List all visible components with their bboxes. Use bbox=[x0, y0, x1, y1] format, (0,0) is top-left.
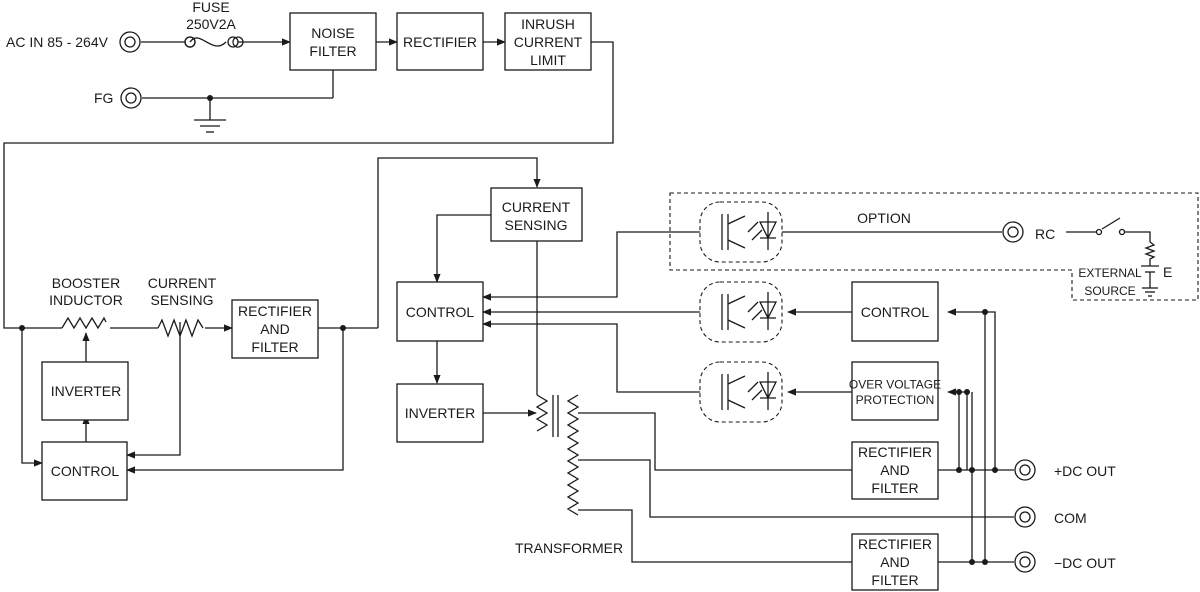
rectifier-and-filter-out1-block: RECTIFIER AND FILTER bbox=[851, 441, 939, 500]
inverter-mid-label-1: INVERTER bbox=[405, 405, 476, 421]
fg-label: FG bbox=[94, 90, 113, 106]
inrush-current-limit-block: INRUSH CURRENT LIMIT bbox=[504, 12, 592, 71]
minus-dc-out-terminal bbox=[1014, 551, 1036, 573]
rect-filter-left-label-1: RECTIFIER bbox=[238, 303, 312, 319]
inrush-label-2: CURRENT bbox=[514, 34, 583, 50]
control-left-block: CONTROL bbox=[41, 441, 128, 501]
current-sensing-label-2: SENSING bbox=[504, 217, 567, 233]
control-right-label-1: CONTROL bbox=[861, 304, 930, 320]
optocoupler-option bbox=[699, 201, 783, 263]
inverter-left-block: INVERTER bbox=[41, 361, 129, 421]
current-sensing-label-2: SENSING bbox=[150, 292, 213, 308]
rect-filter-left-label-2: AND bbox=[260, 321, 290, 337]
booster-inductor-label-2: INDUCTOR bbox=[49, 292, 123, 308]
rectifier-block: RECTIFIER bbox=[396, 12, 484, 71]
ac-in-terminal bbox=[119, 31, 141, 53]
booster-inductor-label-1: BOOSTER bbox=[52, 275, 120, 291]
labels: AC IN 85 - 264V FG FUSE 250V2A BOOSTER I… bbox=[6, 0, 1172, 571]
noise-filter-block: NOISE FILTER bbox=[289, 12, 377, 71]
optocoupler-control bbox=[699, 281, 783, 343]
optocoupler-ovp bbox=[699, 361, 783, 423]
junction-dots bbox=[19, 95, 998, 565]
inrush-label-1: INRUSH bbox=[521, 16, 575, 32]
e-label: E bbox=[1163, 264, 1172, 280]
terminals bbox=[119, 31, 1126, 573]
rect-filter-out1-label-1: RECTIFIER bbox=[858, 444, 932, 460]
noise-filter-label-2: FILTER bbox=[309, 43, 356, 59]
minus-dc-out-label: −DC OUT bbox=[1054, 555, 1116, 571]
current-sensing-resistor-symbol bbox=[157, 318, 204, 338]
plus-dc-out-label: +DC OUT bbox=[1054, 463, 1116, 479]
external-source-label-2: SOURCE bbox=[1084, 284, 1135, 298]
inverter-mid-block: INVERTER bbox=[396, 383, 484, 443]
transformer-symbol bbox=[535, 394, 580, 516]
fuse-label: FUSE bbox=[192, 0, 229, 15]
rect-filter-left-label-3: FILTER bbox=[251, 339, 298, 355]
rect-filter-out2-label-2: AND bbox=[880, 554, 910, 570]
fuse-rating-label: 250V2A bbox=[186, 16, 236, 32]
ovp-label-1: OVER VOLTAGE bbox=[849, 378, 941, 392]
rc-label: RC bbox=[1035, 226, 1055, 242]
rc-terminal bbox=[1002, 221, 1024, 243]
rect-filter-out2-label-3: FILTER bbox=[871, 572, 918, 588]
rect-filter-out1-label-2: AND bbox=[880, 462, 910, 478]
noise-filter-label-1: NOISE bbox=[311, 25, 355, 41]
plus-dc-out-terminal bbox=[1014, 459, 1036, 481]
inverter-left-label-1: INVERTER bbox=[51, 383, 122, 399]
control-left-label-1: CONTROL bbox=[51, 463, 120, 479]
option-label: OPTION bbox=[857, 210, 911, 226]
option-region bbox=[669, 192, 1199, 301]
booster-inductor-symbol bbox=[61, 316, 107, 330]
rect-filter-out2-label-1: RECTIFIER bbox=[858, 536, 932, 552]
rectifier-and-filter-left-block: RECTIFIER AND FILTER bbox=[231, 299, 319, 359]
inrush-label-3: LIMIT bbox=[530, 52, 566, 68]
rect-filter-out1-label-3: FILTER bbox=[871, 480, 918, 496]
control-right-block: CONTROL bbox=[851, 281, 939, 342]
current-sensing-label-1: CURRENT bbox=[148, 275, 217, 291]
current-sensing-block: CURRENT SENSING bbox=[490, 187, 583, 242]
rectifier-and-filter-out2-block: RECTIFIER AND FILTER bbox=[851, 533, 939, 591]
wires bbox=[3, 38, 1159, 563]
rectifier-top-label-1: RECTIFIER bbox=[403, 34, 477, 50]
fg-terminal bbox=[120, 87, 142, 109]
control-mid-label-1: CONTROL bbox=[406, 304, 475, 320]
ovp-label-2: PROTECTION bbox=[856, 393, 935, 407]
ac-in-label: AC IN 85 - 264V bbox=[6, 34, 109, 50]
com-terminal bbox=[1014, 506, 1036, 528]
current-sensing-label-1: CURRENT bbox=[502, 199, 571, 215]
transformer-label: TRANSFORMER bbox=[515, 540, 623, 556]
blocks: NOISE FILTER RECTIFIER INRUSH CURRENT LIMIT… bbox=[41, 12, 941, 591]
external-source-label-1: EXTERNAL bbox=[1078, 266, 1142, 280]
components bbox=[61, 36, 1199, 516]
com-label: COM bbox=[1054, 510, 1087, 526]
control-mid-block: CONTROL bbox=[396, 281, 484, 342]
